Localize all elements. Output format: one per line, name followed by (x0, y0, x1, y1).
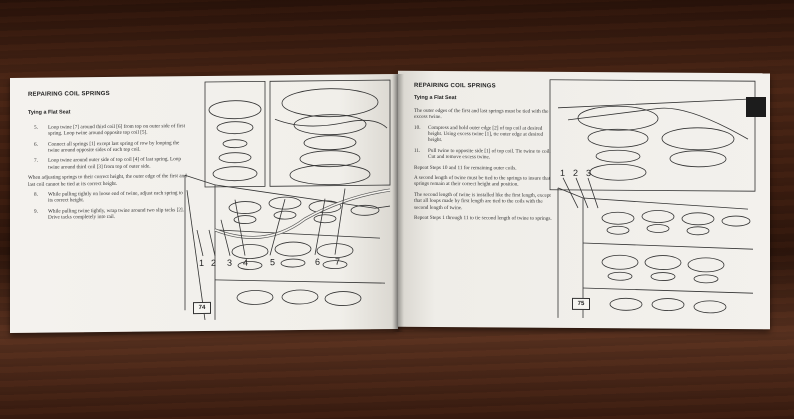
right-page-header: REPAIRING COIL SPRINGS (414, 82, 496, 90)
right-spring-illustration: 1 2 3 (549, 79, 756, 318)
book-spine (392, 74, 404, 332)
left-page-subheader: Tying a Flat Seat (28, 109, 71, 117)
left-step-5: 5. Loop twine [7] around third coil [6] … (34, 123, 186, 137)
right-page-number: 75 (572, 297, 590, 311)
right-step-10: 10. Compress and hold outer edge [2] of … (414, 124, 544, 144)
right-para-1: Repeat Steps 10 and 11 for remaining out… (414, 164, 517, 172)
right-callout-3: 3 (586, 168, 591, 178)
left-note: When adjusting springs to their correct … (28, 173, 187, 188)
left-callout-6: 6 (315, 257, 320, 267)
right-para-2: A second length of twine must be tied to… (414, 174, 551, 189)
left-step-6: 6. Connect all springs [1] except last s… (34, 139, 180, 154)
left-step-8: 8. While pulling tightly on loose end of… (34, 190, 183, 205)
left-callout-1: 1 (199, 258, 204, 268)
left-callout-2: 2 (211, 258, 216, 268)
left-step-7: 7. Loop twine around outer side of top c… (34, 156, 181, 171)
right-page: REPAIRING COIL SPRINGS Tying a Flat Seat… (398, 70, 770, 330)
left-callout-7: 7 (335, 257, 340, 267)
left-callout-5: 5 (270, 257, 275, 267)
right-page-subheader: Tying a Flat Seat (414, 95, 457, 102)
right-para-3: The second length of twine is installed … (414, 191, 551, 211)
right-para-4: Repeat Steps 1 through 11 to tie second … (414, 214, 552, 222)
right-step-11: 11. Pull twine to opposite side [1] of t… (414, 147, 551, 161)
left-page-header: REPAIRING COIL SPRINGS (28, 90, 110, 98)
left-page: REPAIRING COIL SPRINGS Tying a Flat Seat… (10, 73, 398, 334)
section-tab-marker (746, 97, 766, 117)
right-intro: The outer edges of the first and last sp… (414, 107, 549, 121)
right-callout-2: 2 (573, 168, 578, 178)
left-callout-4: 4 (243, 258, 248, 268)
right-callout-1: 1 (560, 168, 565, 178)
left-callout-3: 3 (227, 258, 232, 268)
left-step-9: 9. While pulling twine tightly, wrap twi… (34, 207, 184, 221)
left-spring-illustration: 1 2 3 4 5 6 7 (184, 79, 391, 321)
left-page-number: 74 (193, 301, 211, 315)
